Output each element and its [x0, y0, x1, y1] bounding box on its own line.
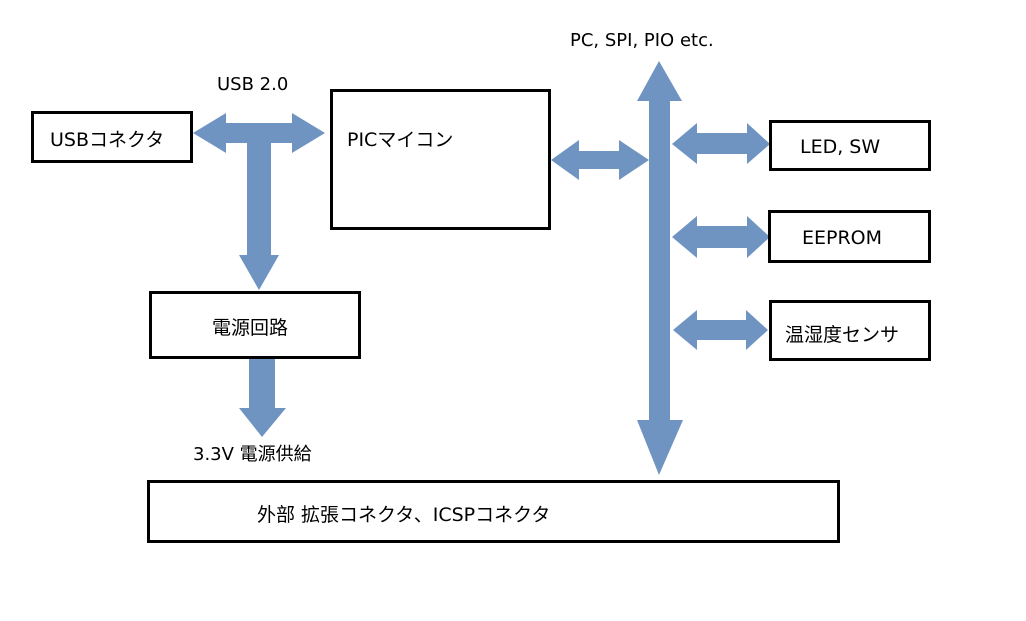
pic-block: PICマイコン	[330, 89, 551, 230]
led-sw-block: LED, SW	[769, 120, 931, 171]
sensor-block: 温湿度センサ	[769, 300, 931, 361]
eeprom-block: EEPROM	[768, 210, 931, 263]
pic-bus-arrow	[551, 140, 649, 180]
power-circuit-label: 電源回路	[212, 317, 289, 339]
usb-connector-label: USBコネクタ	[50, 129, 165, 151]
usb-to-power-arrow	[239, 143, 279, 290]
usb-label: USB 2.0	[217, 74, 289, 95]
bus-label: PC, SPI, PIO etc.	[570, 30, 714, 51]
power-output-label: 3.3V 電源供給	[193, 444, 312, 465]
led-sw-label: LED, SW	[800, 136, 881, 158]
bus-arrow	[637, 61, 683, 475]
usb-connector-block: USBコネクタ	[31, 111, 193, 163]
usb-double-arrow	[193, 113, 325, 153]
power-output-arrow	[239, 358, 286, 437]
pic-label: PICマイコン	[347, 129, 454, 151]
bus-sensor-arrow	[673, 310, 768, 350]
external-connector-label: 外部 拡張コネクタ、ICSPコネクタ	[257, 504, 551, 526]
power-circuit-block: 電源回路	[149, 291, 361, 359]
sensor-label: 温湿度センサ	[785, 324, 900, 346]
bus-eeprom-arrow	[672, 216, 770, 258]
bus-led-arrow	[672, 123, 770, 164]
eeprom-label: EEPROM	[802, 227, 883, 249]
external-connector-block: 外部 拡張コネクタ、ICSPコネクタ	[147, 480, 840, 543]
